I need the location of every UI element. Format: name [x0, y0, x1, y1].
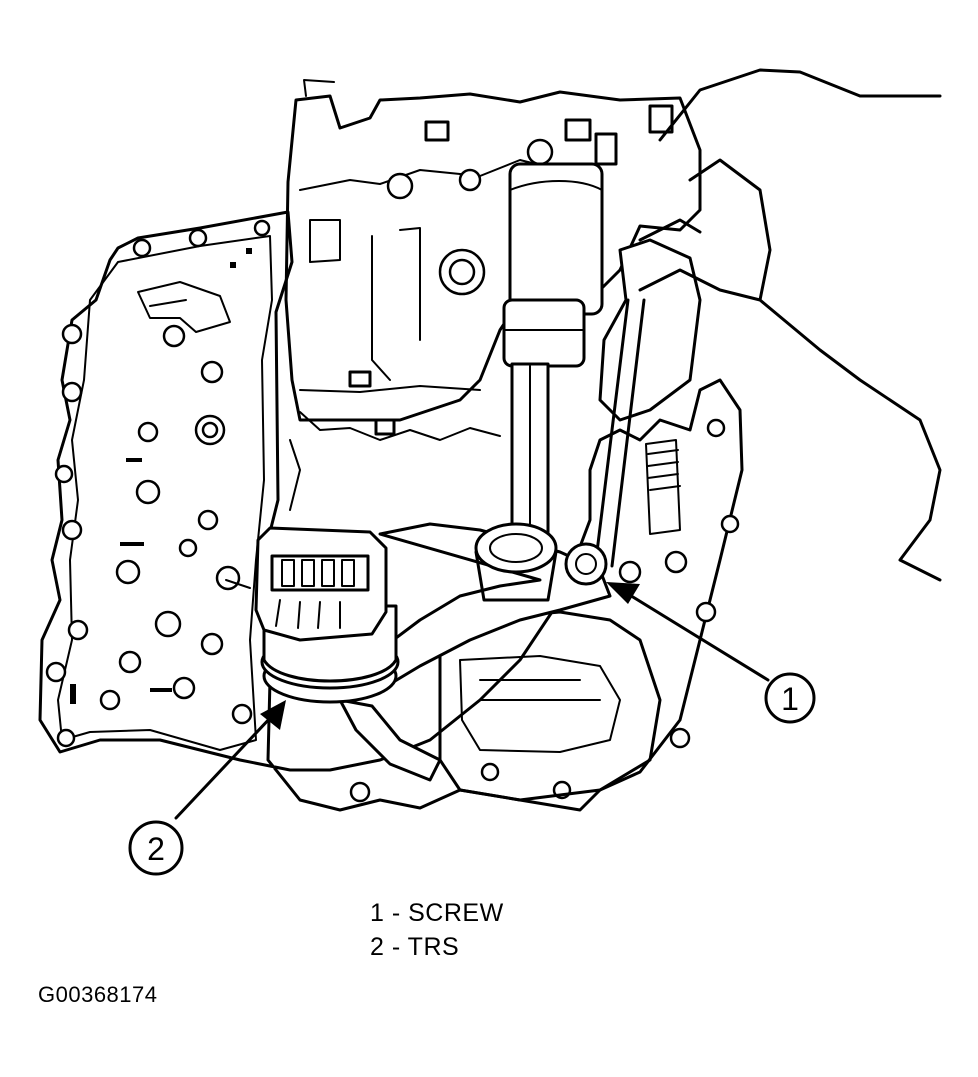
callout-2-number: 2: [147, 831, 165, 867]
plate-passages: [70, 248, 252, 704]
screw: [564, 542, 608, 586]
valve-body-plate: [38, 210, 744, 812]
legend-item-trs: 2 - TRS: [370, 933, 460, 961]
callout-2-marker: 2: [128, 820, 184, 876]
callout-2-arrow: [174, 700, 286, 820]
figure-id: G00368174: [38, 982, 158, 1007]
callout-1-arrow: [606, 582, 770, 682]
manual-lever: [338, 522, 612, 704]
legend-item-screw: 1 - SCREW: [370, 899, 504, 927]
socket-wrench: [474, 162, 604, 602]
plate-inner-edge: [57, 235, 273, 751]
lower-body-pocket: [459, 655, 621, 753]
screwdriver: [594, 238, 702, 568]
legend: 1 - SCREW 2 - TRS: [370, 896, 504, 964]
callout-1-number: 1: [781, 681, 799, 717]
plate-holes: [45, 219, 740, 803]
valve-springs: [618, 439, 688, 584]
upper-body-details: [289, 79, 674, 511]
detent-spring: [338, 698, 442, 782]
transmission-range-sensor: [254, 526, 400, 704]
callout-1-marker: 1: [764, 672, 816, 724]
technician-hand: [638, 68, 942, 582]
